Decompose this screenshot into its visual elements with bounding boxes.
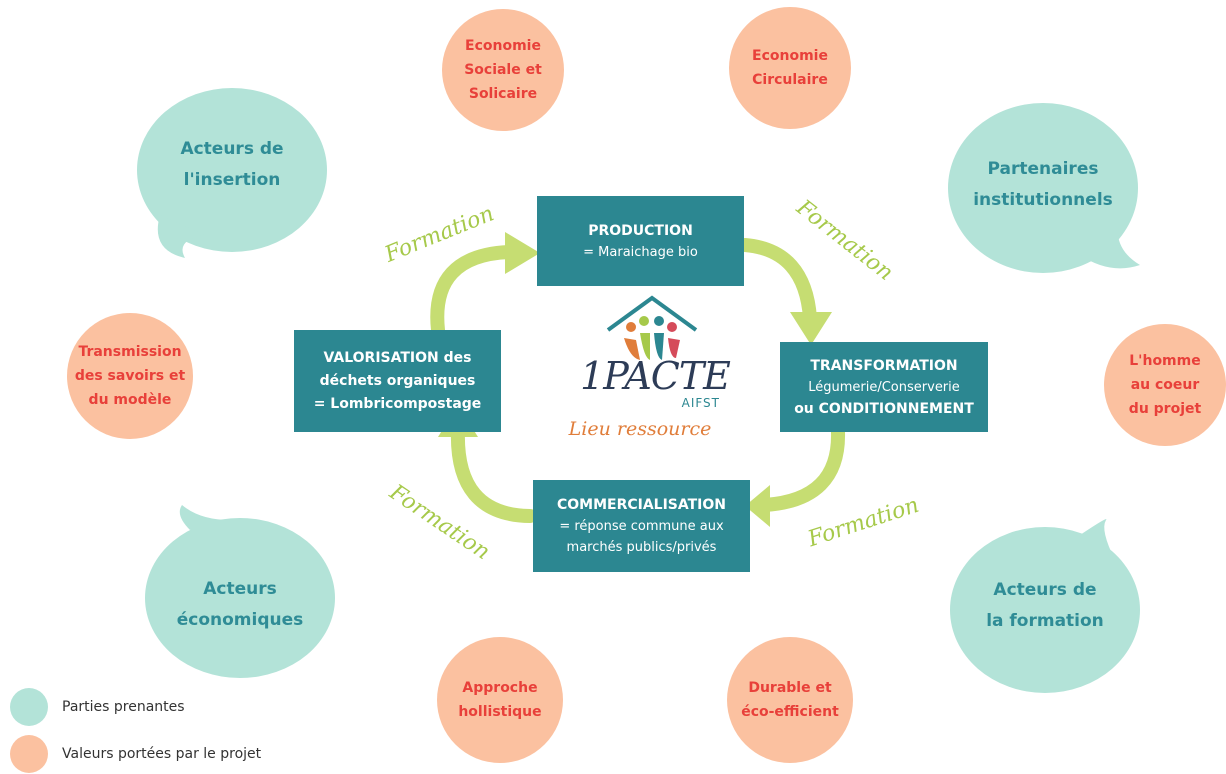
logo-tagline: Lieu ressource [568,418,712,440]
transformation-subtitle-bold: ou CONDITIONNEMENT [794,400,974,417]
arrow-to-commercialisation [758,425,846,512]
value-sustainable-label: Durable et éco-efficient [741,680,839,720]
value-human-label: L'homme au coeur du projet [1128,353,1202,417]
production-title: PRODUCTION [588,222,693,239]
valorisation-title-line: VALORISATION des [324,347,472,370]
valorisation-title-rest: des [438,349,472,366]
arrowhead-commercialisation [745,485,770,527]
cycle-arrows [430,238,846,523]
arrow-to-valorisation [450,423,537,523]
stakeholder-training-label: Acteurs de la formation [986,580,1104,631]
stakeholder-bubble-economic [145,505,335,678]
stakeholder-bubble-insertion [137,88,327,258]
stakeholder-partners-label: Partenaires institutionnels [973,159,1113,210]
logo-mark [606,295,698,360]
arrowhead-production [505,232,540,274]
logo-main: 1PACTE [580,354,731,398]
valorisation-title-bold: VALORISATION [323,349,439,366]
process-box-valorisation: VALORISATION des déchets organiques = Lo… [294,330,501,432]
legend-stakeholders-label: Parties prenantes [62,699,185,715]
stakeholder-bubble-training [950,519,1140,693]
transformation-title: TRANSFORMATION [810,357,958,374]
value-circle-human [1104,324,1226,446]
production-subtitle: = Maraichage bio [583,244,698,260]
value-circle-circular-economy [729,7,851,129]
arrow-to-transformation [738,238,817,325]
process-box-transformation: TRANSFORMATION Légumerie/Conserverie ou … [780,342,988,432]
arrow-to-production [430,245,517,337]
legend-values-label: Valeurs portées par le projet [62,746,262,762]
legend-values-swatch [10,735,48,773]
value-social-economy-label: Economie Sociale et Solicaire [464,38,542,102]
commercialisation-title: COMMERCIALISATION [556,497,727,513]
transformation-subtitle: Légumerie/Conserverie [808,379,960,395]
value-circle-sustainable [727,637,853,763]
stakeholder-bubble-partners [948,103,1140,273]
valorisation-line2: déchets organiques [319,372,476,389]
stakeholder-insertion-label: Acteurs de l'insertion [180,139,284,190]
value-circle-transmission [67,313,193,439]
value-circle-holistic [437,637,563,763]
value-circular-economy-label: Economie Circulaire [752,48,828,88]
arrowhead-transformation [790,312,832,345]
process-box-commercialisation: COMMERCIALISATION = réponse commune aux … [533,480,750,572]
logo-sub: AIFST [681,396,720,410]
value-circle-social-economy [442,9,564,131]
stakeholder-economic-label: Acteurs économiques [176,579,304,630]
value-holistic-label: Approche hollistique [458,680,542,720]
value-transmission-label: Transmission des savoirs et du modèle [74,344,186,408]
commercialisation-subtitle: = réponse commune aux marchés publics/pr… [559,519,724,555]
legend-stakeholders-swatch [10,688,48,726]
valorisation-line3: = Lombricompostage [313,395,482,412]
process-box-production: PRODUCTION = Maraichage bio [537,196,744,286]
